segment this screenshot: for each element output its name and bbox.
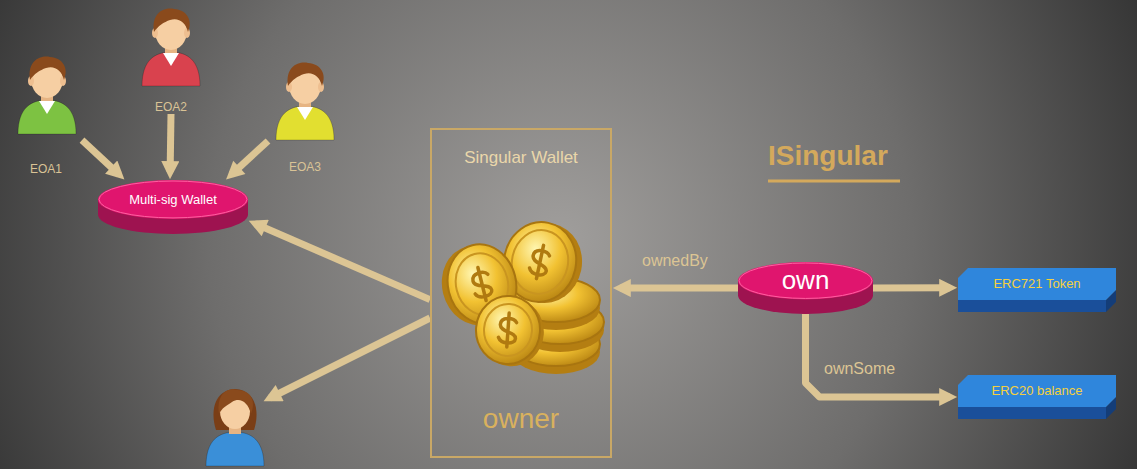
token-box: ERC20 balance <box>958 375 1116 419</box>
flow-arrow <box>873 284 950 291</box>
flow-arrow <box>82 140 119 174</box>
node-label: EOA3 <box>289 160 321 174</box>
account-figure: EOA2 <box>134 2 208 114</box>
flow-arrow <box>255 224 430 300</box>
node-label: Multi-sig Wallet <box>129 180 217 219</box>
flow-arrow <box>231 141 268 175</box>
function-disc: own <box>738 262 873 314</box>
section-heading: ISingular <box>768 140 888 172</box>
flow-arrow <box>620 285 738 292</box>
wallet-frame: Singular Wallet owner <box>430 128 612 458</box>
node-label: EOA1 <box>30 162 62 176</box>
wallet-disc: Multi-sig Wallet <box>98 180 248 234</box>
node-sublabel: owner <box>483 402 559 436</box>
flow-arrow <box>167 114 175 172</box>
node-label: ERC20 balance <box>991 375 1082 407</box>
account-figure: EOA1 <box>10 48 82 176</box>
account-figure: EOA3 <box>268 56 342 174</box>
edge-label: ownedBy <box>642 252 708 270</box>
edge-label: ownSome <box>824 360 895 378</box>
node-label: Singular Wallet <box>464 148 578 168</box>
token-box: ERC721 Token <box>958 268 1116 312</box>
node-label: EOA2 <box>155 100 187 114</box>
node-label: ERC721 Token <box>993 268 1080 300</box>
flow-arrow <box>806 314 951 397</box>
node-label: own <box>782 262 830 299</box>
